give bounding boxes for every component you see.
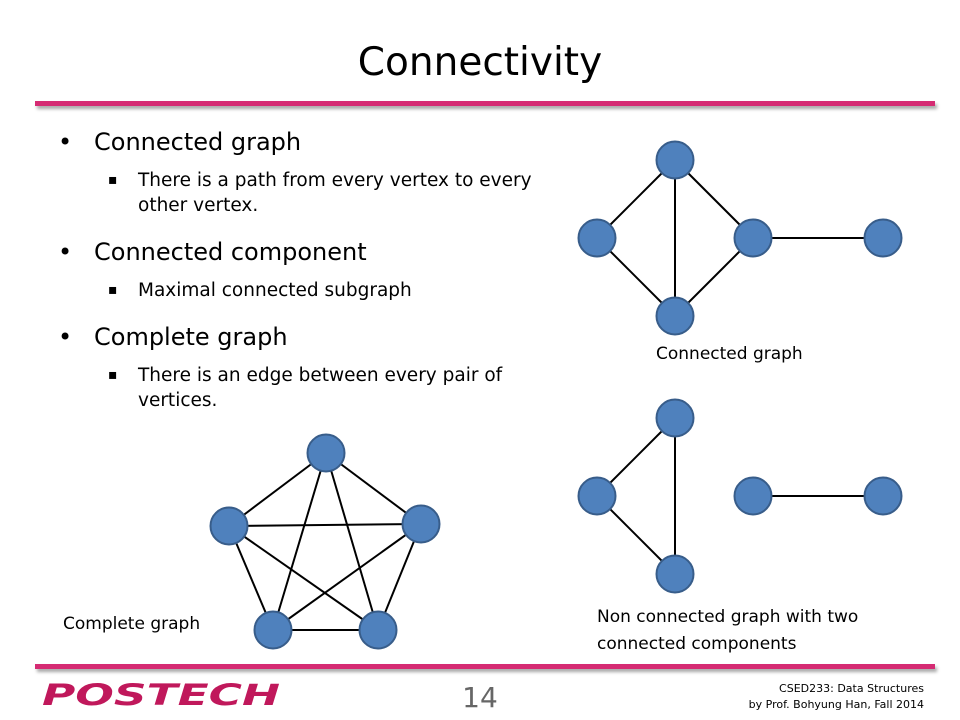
page-number: 14 [462,681,498,714]
edge [228,452,327,527]
sub-bullet-text: There is a path from every vertex to eve… [138,170,532,216]
sub-bullet: ▪ There is a path from every vertex to e… [56,168,556,218]
sub-bullet-text: Maximal connected subgraph [138,280,412,301]
caption-non-connected-line1: Non connected graph with two [597,607,859,627]
edge [228,523,422,527]
bullet-list: • Connected graph ▪ There is a path from… [56,125,556,413]
footer-info: CSED233: Data Structures by Prof. Bohyun… [749,681,924,713]
bullet-dot: • [58,323,73,351]
edge [325,452,422,525]
bullet-connected-graph: • Connected graph [56,125,556,159]
bullet-complete-graph: • Complete graph [56,320,556,354]
vertex [358,610,398,650]
vertex [863,476,903,516]
footer-divider [35,664,935,669]
bullet-connected-component: • Connected component [56,235,556,269]
vertex [209,506,249,546]
sub-bullet-text: There is an edge between every pair of v… [138,365,503,411]
caption-non-connected-line2: connected components [597,634,797,654]
vertex [577,218,617,258]
bullet-text: Complete graph [94,323,288,351]
square-bullet: ▪ [108,282,118,298]
course-name: CSED233: Data Structures [779,682,924,695]
vertex [863,218,903,258]
author-line: by Prof. Bohyung Han, Fall 2014 [748,698,924,711]
vertex [655,398,695,438]
bullet-text: Connected component [94,238,367,266]
caption-connected-graph: Connected graph [656,344,803,364]
vertex [655,296,695,336]
edge [228,525,379,631]
vertex [733,218,773,258]
vertex [306,433,346,473]
caption-complete-graph: Complete graph [63,614,201,634]
edge [272,452,327,631]
sub-bullet: ▪ There is an edge between every pair of… [56,363,556,413]
slide-title: Connectivity [357,40,603,85]
square-bullet: ▪ [108,367,118,383]
title-divider [35,101,935,106]
sub-bullet: ▪ Maximal connected subgraph [56,278,556,303]
edge [325,452,379,631]
vertex [577,476,617,516]
non-connected-graph-nodes [577,398,903,594]
complete-graph [228,452,422,631]
complete-graph-nodes [209,433,441,650]
vertex [401,504,441,544]
vertex [655,140,695,180]
bullet-dot: • [58,238,73,266]
edge [272,523,422,631]
vertex [253,610,293,650]
square-bullet: ▪ [108,172,118,188]
logo-text: POSTECH [42,680,280,710]
bullet-dot: • [58,128,73,156]
connected-graph-nodes [577,140,903,336]
postech-logo: POSTECH [42,680,280,710]
vertex [655,554,695,594]
bullet-text: Connected graph [94,128,302,156]
vertex [733,476,773,516]
